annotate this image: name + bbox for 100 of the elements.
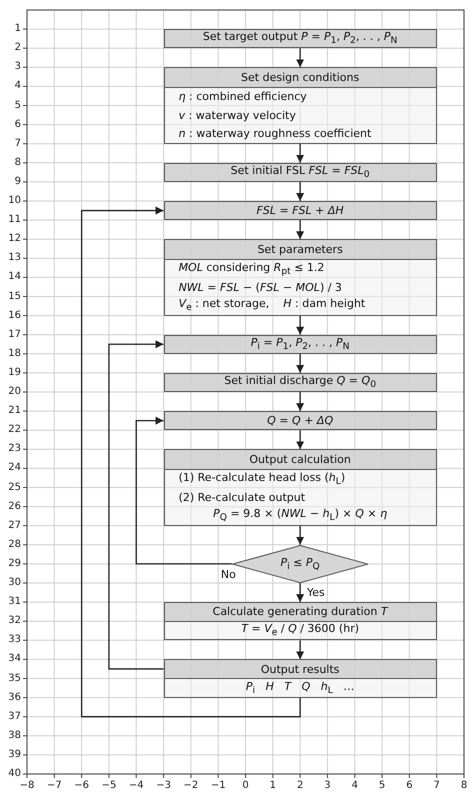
arrow	[136, 416, 232, 565]
arrow	[296, 316, 304, 335]
axis-tick-label: 4	[352, 781, 358, 791]
arrow	[296, 48, 304, 68]
step-heading: Output calculation	[164, 450, 436, 470]
axis-tick-label: 20	[8, 387, 21, 397]
axis-tick-label: 27	[8, 520, 21, 531]
condition-text: P$_{i}$ ≤ P$_{Q}$	[280, 556, 320, 572]
parameter-line: V$_{e}$ : net storage, H : dam height	[178, 296, 366, 315]
axis-tick-label: 8	[14, 158, 21, 168]
axis-tick-label: 7	[14, 138, 21, 149]
axis-tick-label: 13	[8, 253, 21, 264]
process-box	[164, 239, 437, 316]
parameter-line: v : waterway velocity	[178, 108, 297, 124]
axis-tick-label: 1	[270, 781, 276, 791]
step-label: FSL = FSL + ΔH	[164, 202, 436, 220]
axis-tick-label: −1	[210, 781, 226, 791]
axis-tick-label: 34	[8, 654, 21, 664]
parameter-line: (1) Re-calculate head loss (h$_{L}$)	[178, 470, 346, 488]
axis-tick-label: 33	[8, 635, 21, 646]
step-heading: Output results	[164, 660, 436, 679]
parameter-line: n : waterway roughness coefficient	[178, 126, 372, 142]
parameter-line: NWL = FSL − (FSL − MOL) / 3	[178, 280, 343, 296]
edge-label: No	[220, 569, 236, 580]
axis-tick-label: 2	[296, 781, 304, 791]
parameter-line: (2) Re-calculate output	[178, 490, 306, 506]
axis-tick-label: 19	[8, 368, 21, 378]
step-label: P$_{i}$ = P$_{1}$, P$_{2}$, . . , P$_{N}$	[164, 336, 436, 353]
arrow	[296, 144, 304, 163]
parameter-line: P$_{i}$ H T Q h$_{L}$ …	[244, 678, 356, 697]
axis-tick-label: 16	[8, 310, 21, 321]
axis-tick-label: 11	[8, 215, 21, 226]
axis-tick-label: 30	[8, 578, 21, 588]
axis-tick-label: 6	[406, 781, 413, 791]
axis-tick-label: −5	[102, 781, 116, 791]
arrow	[296, 220, 304, 240]
axis-tick-label: −6	[74, 781, 89, 791]
arrow	[296, 640, 304, 660]
step-heading: Set parameters	[164, 240, 436, 260]
axis-tick-label: 39	[8, 750, 21, 760]
axis-tick-label: 35	[8, 674, 21, 684]
axis-tick-label: −4	[128, 781, 144, 791]
axis-tick-label: 38	[8, 730, 21, 741]
axis-tick-label: 26	[8, 502, 21, 512]
parameter-line: η : combined efficiency	[178, 89, 308, 106]
axis-tick-label: 22	[8, 425, 21, 436]
arrow	[296, 182, 304, 201]
axis-tick-label: 5	[14, 100, 21, 110]
edge-label: Yes	[306, 586, 325, 598]
process-box	[164, 602, 437, 640]
arrow	[296, 354, 304, 373]
axis-tick-label: −8	[20, 781, 34, 791]
axis-tick-label: −7	[46, 781, 62, 791]
axis-tick-label: 14	[8, 272, 21, 282]
axis-tick-label: 31	[8, 597, 21, 608]
axis-tick-label: 28	[8, 540, 21, 550]
axis-tick-label: 29	[8, 558, 21, 569]
step-label: Set target output P = P$_{1}$, P$_{2}$, . . , P$_{N}$	[164, 30, 436, 48]
axis-tick-label: 15	[8, 292, 21, 302]
step-heading: Set design conditions	[164, 68, 436, 88]
axis-tick-label: 5	[378, 781, 386, 791]
arrow	[296, 526, 304, 545]
axis-tick-label: −3	[156, 781, 171, 791]
axis-tick-label: 6	[14, 120, 21, 130]
step-label: Set initial discharge Q = Q$_{0}$	[164, 374, 436, 391]
axis-tick-label: 1	[14, 24, 21, 34]
axis-tick-label: 18	[8, 348, 21, 359]
parameter-line: MOL considering R$_{pt}$ ≤ 1.2	[178, 260, 326, 278]
process-box	[164, 67, 437, 144]
axis-tick-label: 36	[8, 692, 21, 703]
step-label: Q = Q + ΔQ	[164, 412, 436, 430]
axis-tick-label: 40	[8, 769, 21, 779]
axis-tick-label: 32	[8, 616, 21, 626]
arrow	[80, 206, 301, 718]
axis-tick-label: 17	[8, 330, 21, 340]
axis-tick-label: 2	[14, 43, 21, 54]
axis-tick-label: 9	[14, 176, 21, 187]
arrow	[108, 340, 164, 670]
axis-tick-label: −2	[184, 781, 198, 791]
axis-tick-label: 25	[8, 482, 21, 492]
axis-tick-label: 3	[14, 62, 21, 72]
axis-tick-label: 7	[434, 781, 440, 791]
arrow	[296, 583, 304, 602]
process-box	[164, 449, 437, 526]
axis-tick-label: 3	[324, 781, 331, 791]
step-label: Set initial FSL FSL = FSL$_{0}$	[164, 164, 436, 181]
axis-tick-label: 37	[8, 712, 21, 722]
arrow	[296, 392, 304, 412]
axis-tick-label: 10	[8, 196, 21, 206]
step-heading: Calculate generating duration T	[164, 603, 436, 622]
axis-tick-label: 0	[242, 781, 249, 791]
axis-tick-label: 23	[8, 444, 21, 454]
parameter-line: T = V$_{e}$ / Q / 3600 (hr)	[240, 622, 360, 640]
axis-tick-label: 24	[8, 463, 21, 474]
process-box	[164, 659, 437, 698]
parameter-line: P$_{Q}$ = 9.8 × (NWL − h$_{L}$) × Q × η	[212, 506, 388, 525]
axis-tick-label: 12	[8, 234, 21, 244]
axis-tick-label: 4	[14, 81, 21, 92]
axis-tick-label: 21	[8, 406, 21, 416]
axis-tick-label: 8	[460, 781, 468, 791]
